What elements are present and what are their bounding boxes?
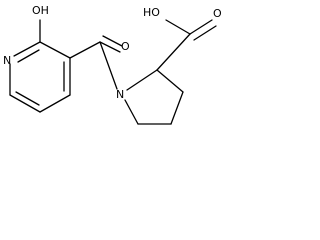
ring-nitrogen-label: N [3, 54, 11, 67]
bond-cooh-o-double [193, 25, 217, 41]
bond-n-c2p [126, 69, 158, 91]
amide-nitrogen-label: N [116, 88, 124, 101]
carboxyl-hydroxyl-label: HO [143, 6, 160, 19]
bond-c5-c6-inner [15, 91, 40, 106]
bond-c5-c6 [9, 94, 41, 113]
bond-c2-c3 [39, 41, 71, 59]
bond-cooh-o [189, 19, 213, 35]
bond-carbonyl-n [99, 41, 118, 90]
bond-c3-carbonyl [69, 41, 101, 59]
bond-c5p-n [124, 99, 139, 125]
molecule-svg: OH N O N HO O [3, 4, 222, 125]
carboxyl-oxygen-label: O [213, 7, 222, 20]
structure-diagram: OH N O N HO O [0, 0, 237, 152]
bond-c4-c5 [39, 94, 71, 113]
bond-c2p-c3p [156, 69, 184, 93]
bond-n1-c2 [13, 41, 41, 57]
bond-c2p-cooh [156, 33, 191, 71]
bond-c3p-c4p [170, 91, 184, 125]
carbonyl-oxygen-label: O [121, 40, 130, 53]
bond-carbonyl-o-double [102, 35, 123, 47]
bond-cooh-oh [165, 19, 191, 35]
hydroxyl-label: OH [32, 4, 49, 17]
bond-carbonyl-o [99, 41, 121, 53]
bond-n1-c2-inner [17, 49, 40, 63]
